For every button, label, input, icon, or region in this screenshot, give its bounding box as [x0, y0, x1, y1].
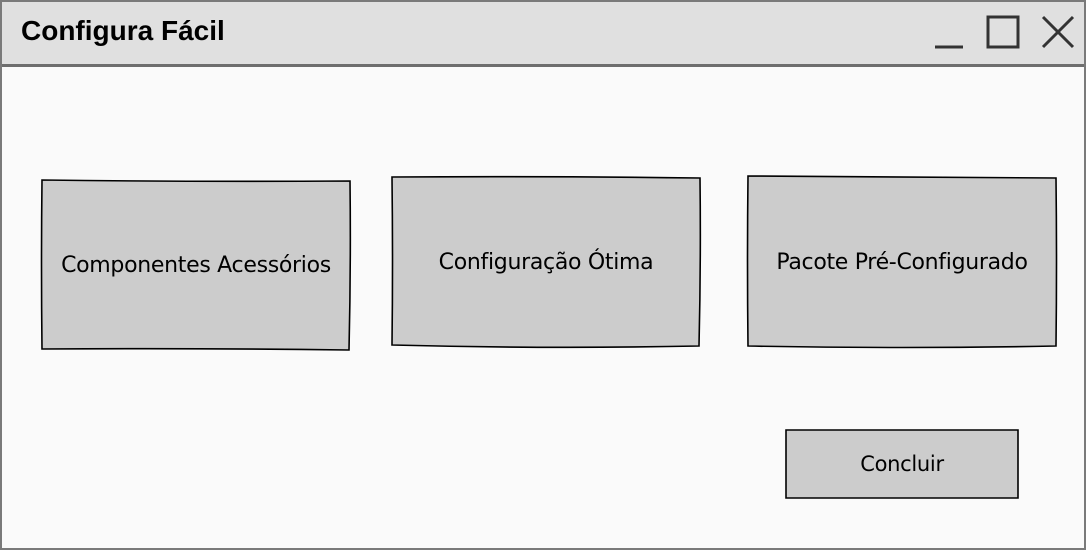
componentes-acessorios-label: Componentes Acessórios	[61, 252, 331, 278]
button-frame	[391, 175, 702, 349]
maximize-button[interactable]	[985, 14, 1021, 50]
concluir-button[interactable]: Concluir	[784, 428, 1020, 500]
minimize-icon	[935, 45, 963, 49]
button-frame	[40, 179, 352, 351]
title-bar[interactable]: Configura Fácil	[2, 2, 1084, 67]
concluir-label: Concluir	[860, 452, 944, 476]
window-title: Configura Fácil	[21, 15, 225, 46]
minimize-button[interactable]	[931, 14, 967, 50]
button-frame	[746, 175, 1058, 349]
componentes-acessorios-button[interactable]: Componentes Acessórios	[40, 178, 352, 352]
close-button[interactable]	[1040, 14, 1076, 50]
button-frame	[785, 429, 1019, 499]
pacote-pre-configurado-label: Pacote Pré-Configurado	[776, 249, 1028, 275]
pacote-pre-configurado-button[interactable]: Pacote Pré-Configurado	[746, 174, 1058, 350]
configuracao-otima-label: Configuração Ótima	[438, 249, 654, 275]
maximize-icon	[986, 15, 1020, 49]
configuracao-otima-button[interactable]: Configuração Ótima	[390, 174, 702, 350]
close-icon	[1041, 15, 1075, 49]
